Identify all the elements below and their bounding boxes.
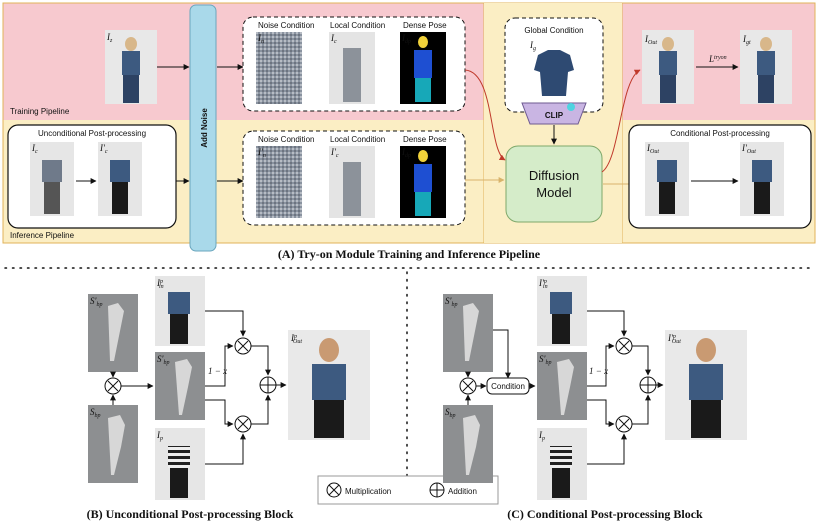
icp-label: I'c (99, 143, 108, 155)
iout-label: IOut (644, 34, 657, 46)
ltryon-label: Ltryon (708, 54, 727, 64)
training-pipeline-label: Training Pipeline (10, 107, 70, 116)
conditional-pp-title: Conditional Post-processing (670, 129, 770, 138)
photo-in (256, 32, 302, 104)
caption-b: (B) Unconditional Post-processing Block (87, 507, 294, 521)
diffusion-label-2: Model (536, 185, 572, 200)
b-sbp-label: Sbp (90, 407, 101, 419)
c-ip-label: Ip (538, 430, 545, 442)
c-sbp-label: Sbp (445, 407, 456, 419)
unconditional-pp-title: Unconditional Post-processing (38, 129, 146, 138)
photo-idp (400, 32, 446, 104)
c-sbp-prime-label: S'bp (445, 296, 457, 308)
photo-ic-inf (30, 142, 74, 216)
photo-in-prime (256, 146, 302, 218)
diffusion-model-block (505, 145, 603, 223)
photo-icp-inf (98, 142, 142, 216)
c-one-minus-x: 1 − x (589, 366, 608, 376)
arrow-diffusion-to-output (601, 69, 641, 173)
b-sbp-mid-label: S'bp (157, 354, 169, 366)
ic-label: Ic (330, 33, 337, 45)
photo-ic (329, 32, 375, 104)
ioutp-label: I'Out (741, 143, 756, 155)
add-noise-block (189, 4, 217, 252)
idp2-label: Idp (401, 147, 411, 159)
inference-pipeline-label: Inference Pipeline (10, 231, 75, 240)
ig-label: Ig (529, 40, 536, 52)
noise-condition-label: Noise Condition (258, 21, 314, 30)
legend-mult-label: Multiplication (345, 487, 391, 496)
iout2-label: IOut (646, 143, 659, 155)
garment-image (534, 50, 574, 96)
igt-label: Igt (742, 34, 751, 46)
add-noise-label: Add Noise (200, 108, 209, 148)
photo-iout (642, 30, 694, 104)
caption-a: (A) Try-on Module Training and Inference… (278, 247, 541, 261)
b-sbp-prime-label: S'bp (90, 296, 102, 308)
c-sbp-mid-label: S'bp (539, 354, 551, 366)
local-condition-label-inf: Local Condition (330, 135, 385, 144)
photo-iout-inf (645, 142, 689, 216)
arrow-train-to-diffusion (464, 69, 506, 161)
diffusion-label-1: Diffusion (529, 168, 579, 183)
b-ip-label: Ip (156, 430, 163, 442)
photo-ic-prime (329, 146, 375, 218)
in-label: In (257, 33, 264, 45)
b-one-minus-x: 1 − x (208, 366, 227, 376)
idp-label: Idp (401, 33, 411, 45)
c-condition-label: Condition (491, 382, 525, 391)
legend-add-label: Addition (448, 487, 477, 496)
photo-ioutp-inf (740, 142, 784, 216)
local-condition-label: Local Condition (330, 21, 385, 30)
dense-pose-label: Dense Pose (403, 21, 447, 30)
noise-condition-label-inf: Noise Condition (258, 135, 314, 144)
global-condition-title: Global Condition (524, 26, 583, 35)
photo-idp-inf (400, 146, 446, 218)
dense-pose-label-inf: Dense Pose (403, 135, 447, 144)
top-panel-frame (2, 2, 816, 244)
iz-label: Iz (106, 32, 113, 44)
inp-label: I'n (257, 147, 266, 159)
photo-iz (105, 30, 157, 104)
clip-badge-icon (567, 103, 575, 111)
caption-c: (C) Conditional Post-processing Block (507, 507, 703, 521)
icp2-label: I'c (330, 147, 339, 159)
clip-label: CLIP (545, 111, 564, 120)
photo-igt (740, 30, 792, 104)
icinf-label: Ic (31, 143, 38, 155)
